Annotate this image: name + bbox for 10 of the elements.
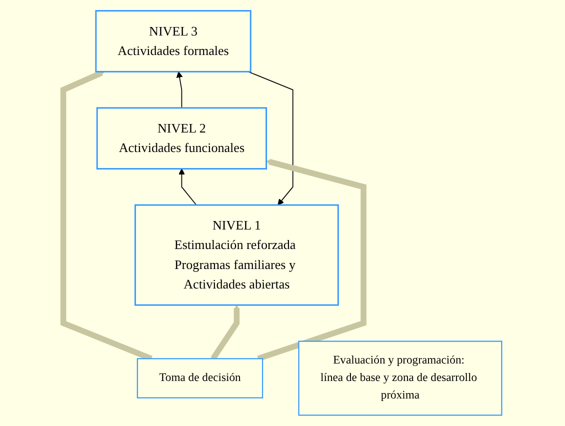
node-box: Toma de decisión	[136, 358, 264, 398]
arrow	[210, 304, 240, 360]
arrow	[178, 168, 197, 206]
arrow	[248, 71, 294, 206]
node-box: NIVEL 1 Estimulación reforzada Programas familiares y Actividades abiertas	[134, 204, 339, 306]
node-box: NIVEL 3 Actividades formales	[95, 10, 252, 72]
arrow	[176, 71, 183, 108]
arrow	[257, 158, 366, 362]
node-box: Evaluación y programación: línea de base y zona de desarrollo próxima	[298, 340, 502, 416]
node-box: NIVEL 2 Actividades funcionales	[96, 107, 268, 170]
